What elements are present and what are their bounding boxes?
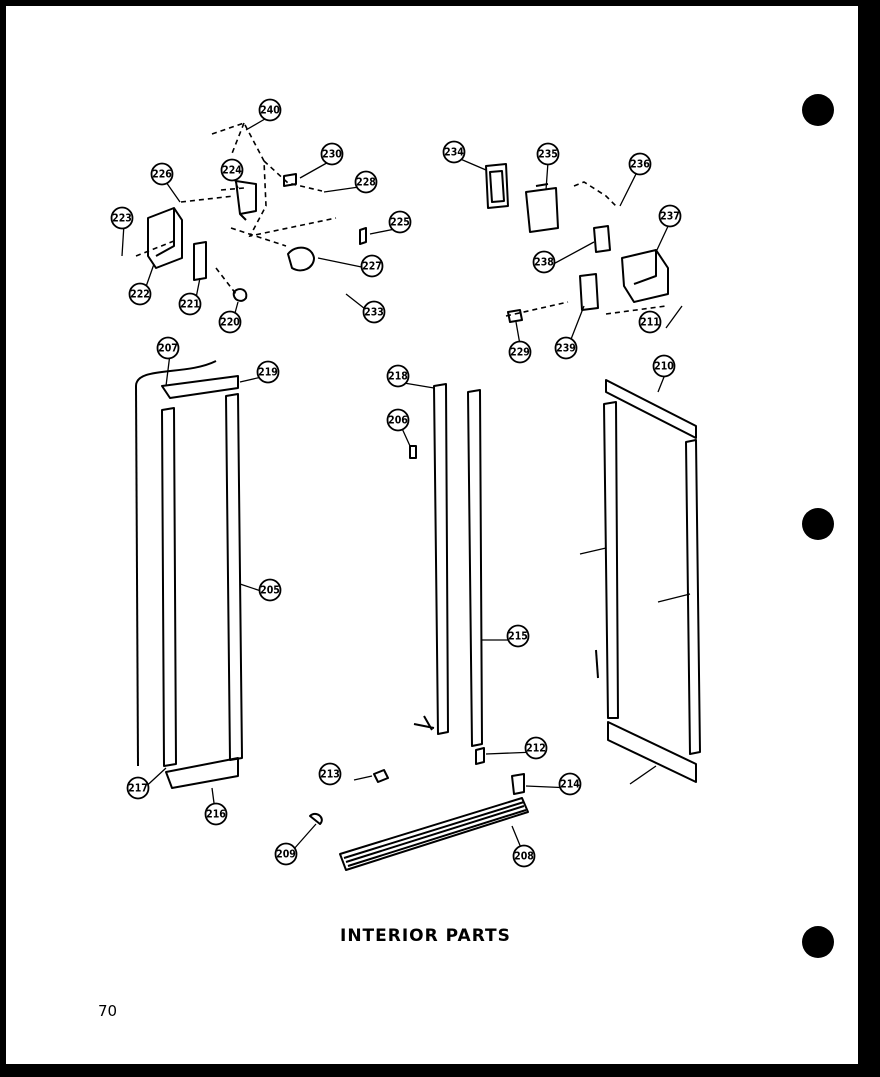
svg-text:213: 213 <box>320 769 340 781</box>
svg-text:223: 223 <box>112 213 132 225</box>
callout-230: 230 <box>320 142 344 166</box>
callout-219: 219 <box>256 360 280 384</box>
svg-text:230: 230 <box>322 149 342 161</box>
callout-214: 214 <box>558 772 582 796</box>
svg-text:219: 219 <box>258 367 278 379</box>
svg-text:220: 220 <box>220 317 240 329</box>
svg-text:206: 206 <box>388 415 408 427</box>
svg-text:212: 212 <box>526 743 546 755</box>
callout-235: 235 <box>536 142 560 166</box>
svg-text:237: 237 <box>660 211 680 223</box>
callout-234: 234 <box>442 140 466 164</box>
bracket-assembly-right <box>485 163 669 323</box>
callout-229: 229 <box>508 340 532 364</box>
callout-206: 206 <box>386 408 410 432</box>
callout-215: 215 <box>506 624 530 648</box>
svg-text:222: 222 <box>130 289 150 301</box>
callout-205: 205 <box>258 578 282 602</box>
diagram-title: INTERIOR PARTS <box>340 926 511 946</box>
bracket-assembly-left <box>135 122 367 302</box>
callout-207: 207 <box>156 336 180 360</box>
left-frame-parts <box>135 360 243 789</box>
svg-text:238: 238 <box>534 257 554 269</box>
svg-text:225: 225 <box>390 217 410 229</box>
callout-240: 240 <box>258 98 282 122</box>
svg-text:214: 214 <box>560 779 580 791</box>
callout-237: 237 <box>658 204 682 228</box>
svg-text:208: 208 <box>514 851 534 863</box>
svg-text:210: 210 <box>654 361 674 373</box>
svg-text:221: 221 <box>180 299 200 311</box>
callout-224: 224 <box>220 158 244 182</box>
svg-text:226: 226 <box>152 169 172 181</box>
svg-text:224: 224 <box>222 165 242 177</box>
callout-212: 212 <box>524 736 548 760</box>
svg-text:216: 216 <box>206 809 226 821</box>
callout-209: 209 <box>274 842 298 866</box>
svg-text:240: 240 <box>260 105 280 117</box>
svg-text:236: 236 <box>630 159 650 171</box>
callout-210: 210 <box>652 354 676 378</box>
svg-text:211: 211 <box>640 317 660 329</box>
callout-211: 211 <box>638 310 662 334</box>
right-frame-parts <box>595 379 701 783</box>
svg-text:205: 205 <box>260 585 280 597</box>
callout-208: 208 <box>512 844 536 868</box>
exploded-parts-diagram: 240 230 228 224 226 223 222 221 220 225 227 233 234 2… <box>110 98 701 871</box>
svg-text:207: 207 <box>158 343 178 355</box>
center-mullion-parts <box>309 383 529 871</box>
binder-hole-bottom <box>802 926 834 958</box>
callout-218: 218 <box>386 364 410 388</box>
svg-text:228: 228 <box>356 177 376 189</box>
svg-text:215: 215 <box>508 631 528 643</box>
binder-hole-middle <box>802 508 834 540</box>
svg-text:227: 227 <box>362 261 382 273</box>
callout-226: 226 <box>150 162 174 186</box>
callout-233: 233 <box>362 300 386 324</box>
callout-222: 222 <box>128 282 152 306</box>
callout-239: 239 <box>554 336 578 360</box>
callout-221: 221 <box>178 292 202 316</box>
binder-hole-top <box>802 94 834 126</box>
svg-text:234: 234 <box>444 147 464 159</box>
parts-diagram-sheet: 240 230 228 224 226 223 222 221 220 225 227 233 234 2… <box>6 6 858 1064</box>
page-number: 70 <box>98 1002 118 1020</box>
callout-213: 213 <box>318 762 342 786</box>
callout-227: 227 <box>360 254 384 278</box>
svg-text:209: 209 <box>276 849 296 861</box>
svg-text:233: 233 <box>364 307 384 319</box>
callout-220: 220 <box>218 310 242 334</box>
callout-223: 223 <box>110 206 134 230</box>
callout-238: 238 <box>532 250 556 274</box>
callout-236: 236 <box>628 152 652 176</box>
callout-216: 216 <box>204 802 228 826</box>
svg-text:217: 217 <box>128 783 148 795</box>
callout-labels: 240 230 228 224 226 223 222 221 220 225 227 233 234 2… <box>110 98 682 868</box>
svg-text:239: 239 <box>556 343 576 355</box>
callout-225: 225 <box>388 210 412 234</box>
callout-217: 217 <box>126 776 150 800</box>
callout-228: 228 <box>354 170 378 194</box>
svg-text:229: 229 <box>510 347 530 359</box>
svg-text:235: 235 <box>538 149 558 161</box>
svg-text:218: 218 <box>388 371 408 383</box>
